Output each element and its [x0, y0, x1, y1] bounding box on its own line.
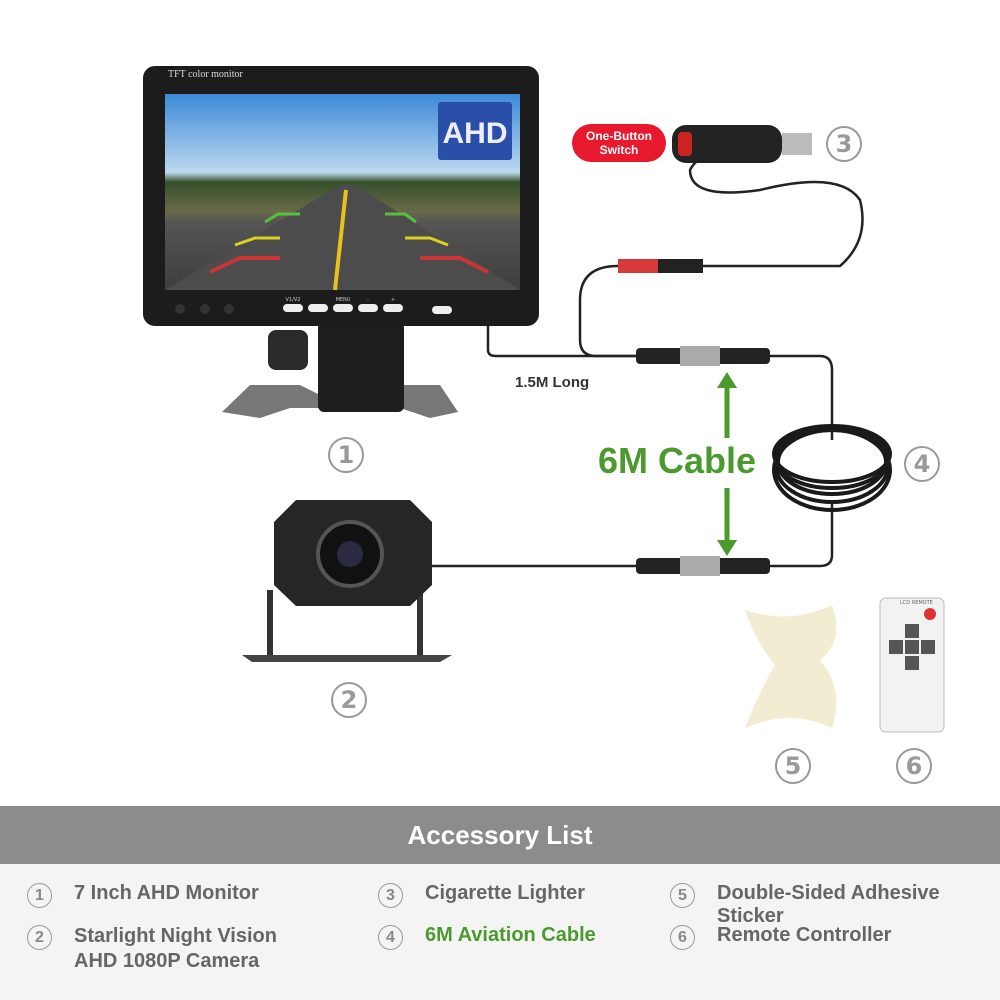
adhesive-sticker	[745, 605, 837, 728]
ahd-badge	[438, 102, 512, 160]
monitor-stand	[222, 322, 458, 418]
main-cable-length-label: 6M Cable	[598, 440, 757, 481]
accessory-item: 6 Remote Controller	[670, 924, 891, 950]
product-diagram: AHD TFT color monitor V1/V2 MENU - + LCD…	[143, 66, 945, 733]
monitor-brand-text: TFT color monitor	[168, 69, 243, 80]
callout-3: 3	[826, 126, 862, 162]
callout-4: 4	[904, 446, 940, 482]
remote-controller: LCD REMOTE	[879, 597, 945, 733]
item-number: 3	[378, 883, 403, 908]
accessory-item: 1 7 Inch AHD Monitor	[27, 882, 259, 908]
button-label-minus: -	[367, 297, 369, 303]
accessory-item: 3 Cigarette Lighter	[378, 882, 585, 908]
callout-5: 5	[775, 748, 811, 784]
item-label: 6M Aviation Cable	[425, 924, 596, 946]
remote-label: LCD REMOTE	[900, 600, 933, 606]
power-plug	[618, 259, 658, 273]
cable-length-arrow	[717, 372, 737, 556]
item-label: Remote Controller	[717, 924, 892, 946]
callout-2: 2	[331, 682, 367, 718]
cigarette-lighter	[672, 125, 812, 163]
aviation-connector-top	[636, 346, 770, 366]
item-label: Double-Sided Adhesive Sticker	[717, 882, 940, 927]
item-label: Cigarette Lighter	[425, 882, 586, 904]
aviation-connector-bottom	[636, 556, 770, 576]
callout-1: 1	[328, 437, 364, 473]
button-label-menu: MENU	[336, 297, 351, 303]
item-number: 4	[378, 925, 403, 950]
item-label: 7 Inch AHD Monitor	[74, 882, 259, 904]
monitor-cable-length-label: 1.5M Long	[515, 374, 590, 391]
camera	[242, 500, 452, 662]
item-number: 1	[27, 883, 52, 908]
button-label-v1v2: V1/V2	[286, 297, 301, 303]
item-number: 2	[27, 925, 52, 950]
accessory-item: 5 Double-Sided Adhesive Sticker	[670, 882, 1000, 928]
coiled-cable	[772, 424, 892, 512]
monitor-buttons	[283, 304, 452, 314]
item-number: 6	[670, 925, 695, 950]
item-label: Starlight Night Vision AHD 1080P Camera	[74, 925, 277, 972]
button-label-plus: +	[391, 297, 395, 303]
ahd-badge-text: AHD	[443, 117, 508, 150]
callout-6: 6	[896, 748, 932, 784]
accessory-item: 4 6M Aviation Cable	[378, 924, 596, 950]
accessory-list: 1 7 Inch AHD Monitor 2 Starlight Night Vis…	[0, 864, 1000, 1000]
item-number: 5	[670, 883, 695, 908]
cables	[430, 148, 864, 568]
one-button-switch-badge: One-Button Switch	[572, 124, 666, 162]
monitor: AHD TFT color monitor V1/V2 MENU - +	[143, 66, 539, 326]
accessory-item: 2 Starlight Night Vision AHD 1080P Camera	[27, 924, 327, 974]
accessory-list-title: Accessory List	[0, 806, 1000, 864]
